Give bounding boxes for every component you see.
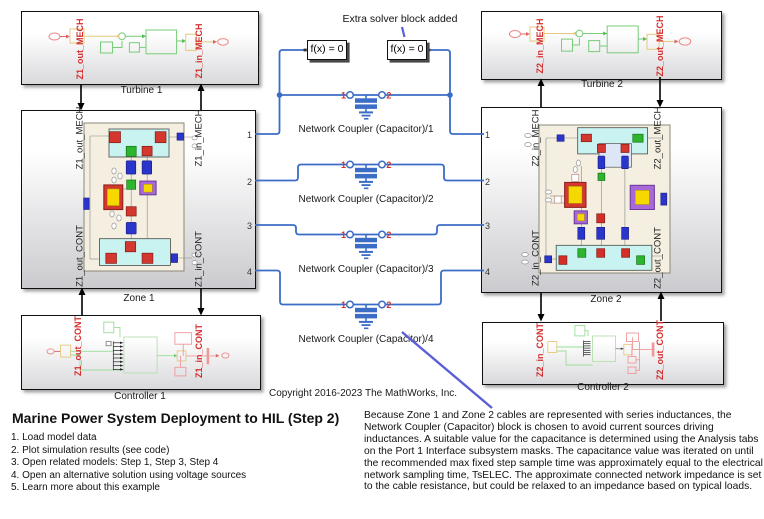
svg-text:1: 1	[341, 90, 346, 100]
svg-text:2: 2	[386, 90, 391, 100]
